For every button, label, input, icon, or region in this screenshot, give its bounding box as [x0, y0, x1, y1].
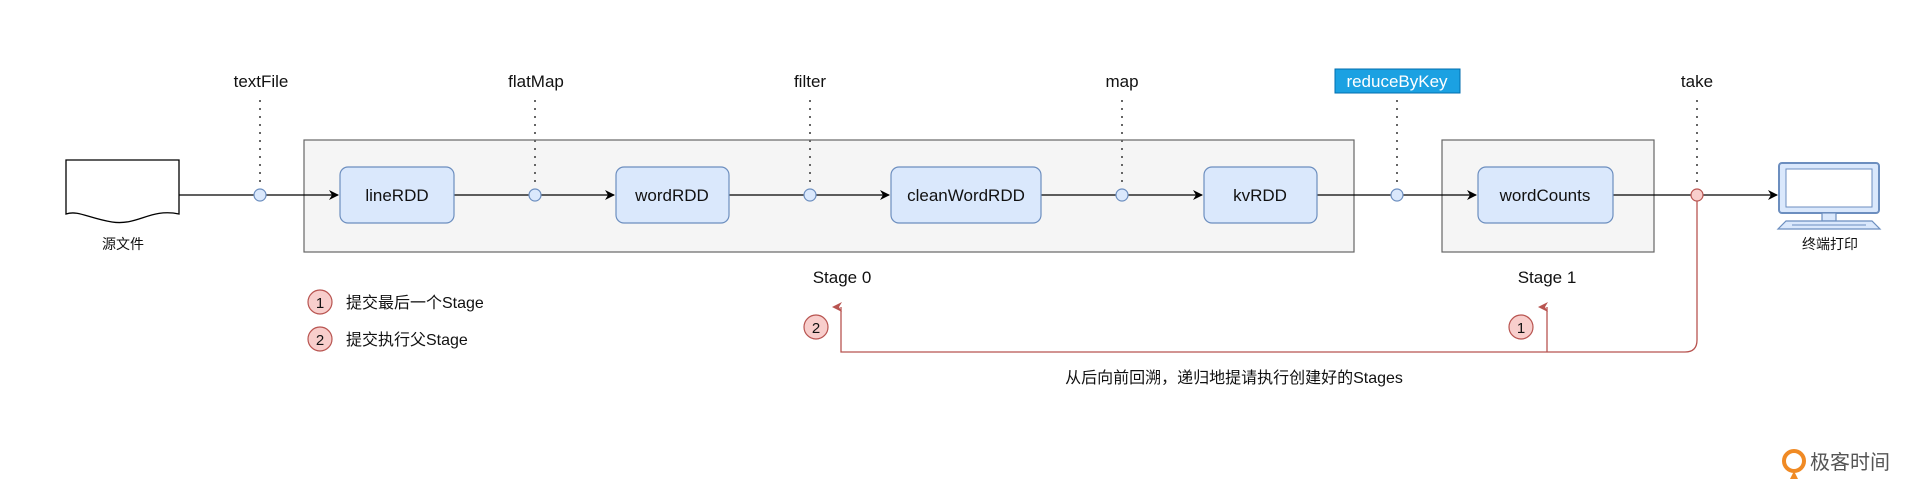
- op-label-flatmap: flatMap: [508, 72, 564, 91]
- legend-badge-2-number: 2: [316, 332, 324, 349]
- op-label-filter: filter: [794, 72, 826, 91]
- backtrack-badge-2: [803, 314, 829, 340]
- backtrack-badge-1-number: 1: [1517, 320, 1525, 337]
- junction-reducebykey: [1390, 188, 1404, 202]
- rdd-label-wordcounts: wordCounts: [1499, 186, 1591, 205]
- junction-filter: [803, 188, 817, 202]
- op-label-textfile: textFile: [234, 72, 289, 91]
- source-file-icon: [65, 159, 180, 224]
- rdd-box-cleanwordrdd: [890, 166, 1042, 224]
- junction-map: [1115, 188, 1129, 202]
- brand-name: 极客时间: [1810, 451, 1890, 474]
- rdd-box-wordrdd: [615, 166, 730, 224]
- rdd-label-kvrdd: kvRDD: [1233, 186, 1287, 205]
- backtrack-path: [832, 201, 1698, 353]
- source-file-label: 源文件: [102, 236, 144, 252]
- reducebykey-highlight: [1334, 68, 1461, 94]
- backtrack-badge-2-number: 2: [812, 320, 820, 337]
- junction-flatmap: [528, 188, 542, 202]
- legend-text-1: 提交最后一个Stage: [346, 294, 484, 312]
- rdd-label-wordrdd: wordRDD: [634, 186, 709, 205]
- terminal-monitor-icon: [1776, 162, 1882, 230]
- op-label-reducebykey: reduceByKey: [1346, 72, 1448, 91]
- junction-textfile: [253, 188, 267, 202]
- legend-badge-1: [307, 289, 333, 315]
- rdd-label-cleanwordrdd: cleanWordRDD: [907, 186, 1025, 205]
- legend-text-2: 提交执行父Stage: [346, 331, 468, 349]
- legend-badge-1-number: 1: [316, 295, 324, 312]
- backtrack-badge-1: [1508, 314, 1534, 340]
- stage-0-label: Stage 0: [813, 268, 872, 287]
- rdd-box-wordcounts: [1477, 166, 1614, 224]
- legend-badge-2: [307, 326, 333, 352]
- rdd-label-linerdd: lineRDD: [365, 186, 428, 205]
- backtrack-caption: 从后向前回溯，递归地提请执行创建好的Stages: [1065, 369, 1403, 387]
- stage-0-box: [303, 139, 1355, 253]
- op-label-map: map: [1105, 72, 1138, 91]
- rdd-box-linerdd: [339, 166, 455, 224]
- brand-logo-icon: [1782, 449, 1806, 479]
- junction-take: [1690, 188, 1704, 202]
- op-label-take: take: [1681, 72, 1713, 91]
- rdd-box-kvrdd: [1203, 166, 1318, 224]
- terminal-label: 终端打印: [1802, 236, 1858, 252]
- stage-1-label: Stage 1: [1518, 268, 1577, 287]
